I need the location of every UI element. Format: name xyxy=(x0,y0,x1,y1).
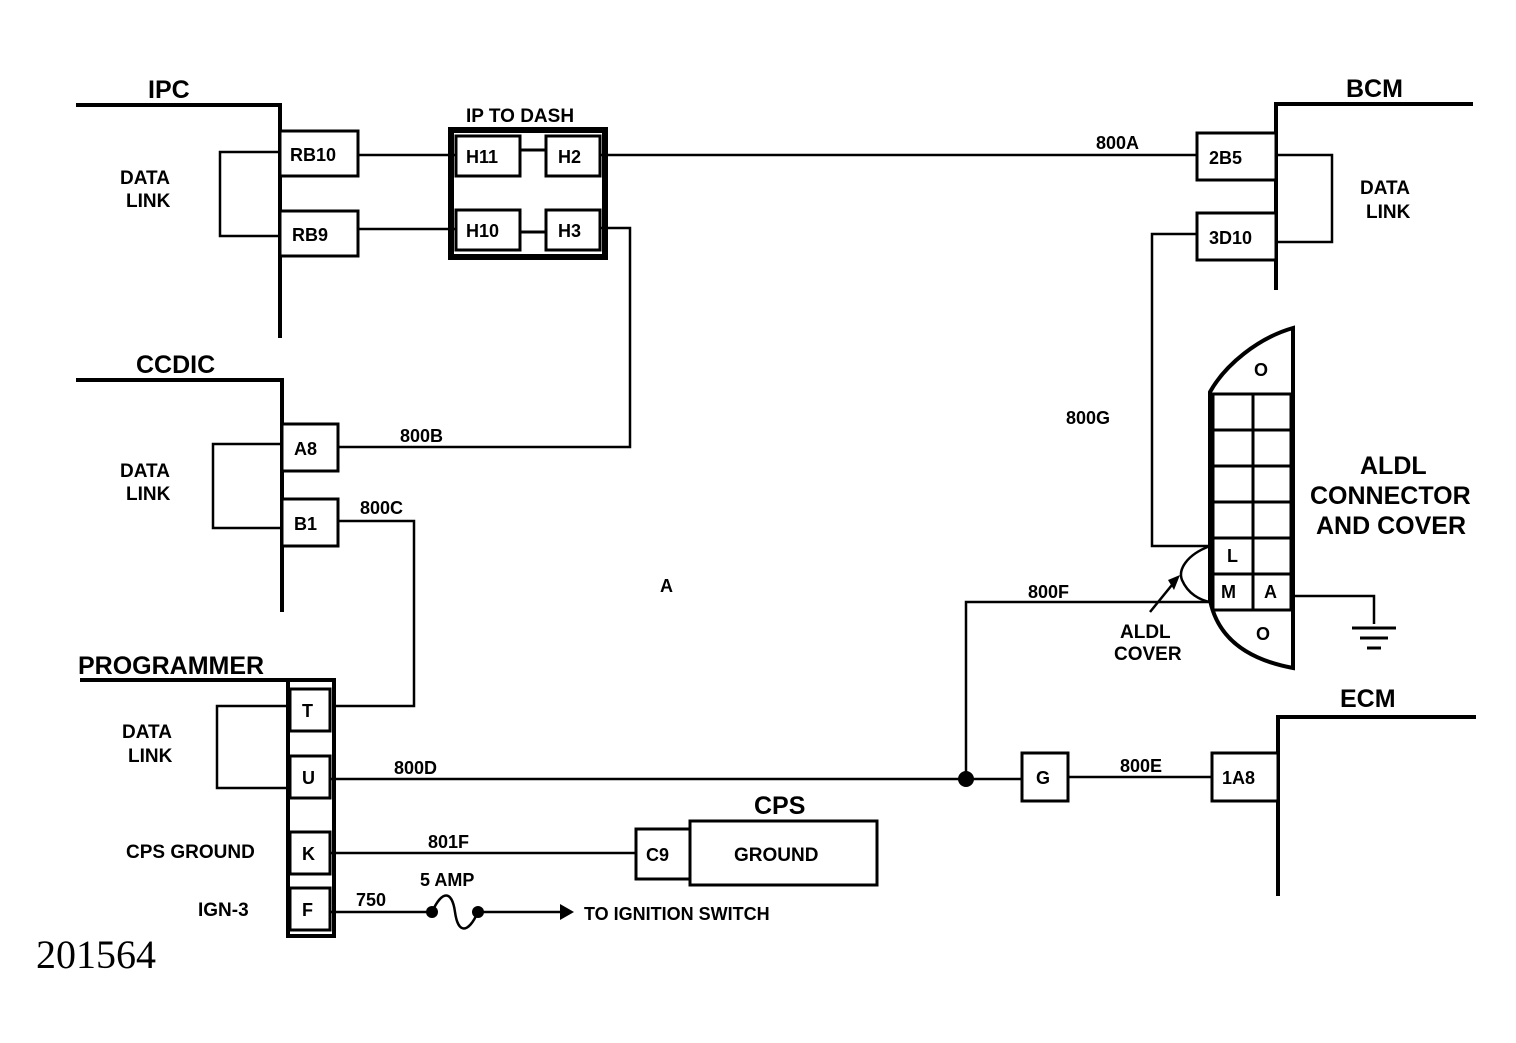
cps-pin-c9-label: C9 xyxy=(646,845,669,865)
bcm-pin-3d10 xyxy=(1195,211,1278,262)
ecm-title: ECM xyxy=(1340,685,1396,713)
bcm-link-label: LINK xyxy=(1366,202,1411,223)
ecm-module: ECM 1A8 xyxy=(1210,685,1476,896)
aldl-cell-a-label: A xyxy=(1264,582,1277,602)
ipc-pin-rb10 xyxy=(278,129,360,178)
ip-to-dash-connector: IP TO DASH H11 H2 H10 H3 xyxy=(448,106,608,260)
fuse-icon xyxy=(426,894,484,930)
cps-ground-label: CPS GROUND xyxy=(126,842,255,863)
aldl-hole-top: O xyxy=(1254,360,1268,380)
ecm-pin-1a8-label: 1A8 xyxy=(1222,768,1255,788)
dash-pin-h10-label: H10 xyxy=(466,221,499,241)
ipc-pin-rb9-label: RB9 xyxy=(292,225,328,245)
wire-800f-label: 800F xyxy=(1028,582,1069,602)
aldl-cell-m xyxy=(1211,572,1255,612)
cps-ground-box xyxy=(688,819,879,887)
programmer-pin-f-label: F xyxy=(302,900,313,920)
bcm-pin-3d10-label: 3D10 xyxy=(1209,228,1252,248)
aldl-cover-label-2: COVER xyxy=(1114,644,1182,665)
pointer-arrow-icon xyxy=(1168,575,1180,590)
ccdic-link-label: LINK xyxy=(126,484,171,505)
cps-ground-text: GROUND xyxy=(734,845,818,866)
wire-800b-label: 800B xyxy=(400,426,443,446)
fuse-label: 5 AMP xyxy=(420,870,474,890)
ipc-pin-rb9 xyxy=(278,209,360,258)
aldl-title-1: ALDL xyxy=(1360,452,1427,480)
ccdic-module: CCDIC DATA LINK A8 B1 xyxy=(76,351,340,612)
wire-800d-label: 800D xyxy=(394,758,437,778)
ipc-link-label: LINK xyxy=(126,191,171,212)
aldl-cell-a xyxy=(1251,572,1293,612)
dash-pin-h3 xyxy=(544,208,602,252)
ipc-pin-rb10-label: RB10 xyxy=(290,145,336,165)
bcm-title: BCM xyxy=(1346,75,1403,103)
wire-800g-label: 800G xyxy=(1066,408,1110,428)
programmer-pin-u-label: U xyxy=(302,768,315,788)
wire-800e-label: 800E xyxy=(1120,756,1162,776)
dash-pin-h11-label: H11 xyxy=(466,147,498,167)
ground-icon xyxy=(1352,626,1396,650)
wire-800b xyxy=(338,226,632,449)
bcm-data-label: DATA xyxy=(1360,178,1410,199)
center-mark: A xyxy=(660,576,673,596)
ign3-label: IGN-3 xyxy=(198,900,249,921)
aldl-cell-l-label: L xyxy=(1227,546,1238,566)
programmer-pin-t xyxy=(288,687,332,733)
arrow-right-icon xyxy=(560,904,574,920)
ip-to-dash-label: IP TO DASH xyxy=(466,106,574,127)
bcm-pin-2b5 xyxy=(1195,131,1278,182)
ccdic-data-label: DATA xyxy=(120,461,170,482)
dash-pin-h2 xyxy=(544,134,602,178)
ipc-title: IPC xyxy=(148,76,190,104)
aldl-cover-flap xyxy=(1179,544,1211,604)
programmer-link-label: LINK xyxy=(128,746,173,767)
splice-pin-g-label: G xyxy=(1036,768,1050,788)
aldl-ground-wire xyxy=(1291,594,1376,624)
ecm-pin-1a8 xyxy=(1210,751,1280,803)
splice-pin-g xyxy=(1020,751,1070,803)
programmer-pin-t-label: T xyxy=(302,701,313,721)
ccdic-pin-a8 xyxy=(280,422,340,473)
wire-800f xyxy=(964,600,1210,779)
programmer-title: PROGRAMMER xyxy=(78,652,264,680)
programmer-pin-u xyxy=(288,754,332,800)
ipc-data-label: DATA xyxy=(120,168,170,189)
aldl-title-2: CONNECTOR xyxy=(1310,482,1471,510)
cps-module: CPS C9 GROUND xyxy=(634,792,879,887)
programmer-pin-k-label: K xyxy=(302,844,315,864)
ccdic-pin-b1-label: B1 xyxy=(294,514,317,534)
bcm-module: BCM DATA LINK 2B5 3D10 xyxy=(1195,75,1473,290)
wire-800c-label: 800C xyxy=(360,498,403,518)
figure-number: 201564 xyxy=(36,932,156,977)
bcm-pin-2b5-label: 2B5 xyxy=(1209,148,1242,168)
cps-title: CPS xyxy=(754,792,805,820)
ipc-module: IPC DATA LINK RB10 RB9 xyxy=(76,76,360,338)
aldl-hole-bottom: O xyxy=(1256,624,1270,644)
aldl-cover-label-1: ALDL xyxy=(1120,622,1171,643)
programmer-data-label: DATA xyxy=(122,722,172,743)
programmer-pin-f xyxy=(288,886,332,932)
aldl-connector: O L M A O xyxy=(1208,325,1295,671)
wire-801f-label: 801F xyxy=(428,832,469,852)
dash-pin-h3-label: H3 xyxy=(558,221,581,241)
ccdic-title: CCDIC xyxy=(136,351,215,379)
wire-800c xyxy=(330,519,416,708)
wire-750-label: 750 xyxy=(356,890,386,910)
to-ignition-label: TO IGNITION SWITCH xyxy=(584,904,770,924)
aldl-cell-m-label: M xyxy=(1221,582,1236,602)
wire-800a-label: 800A xyxy=(1096,133,1139,153)
programmer-module: PROGRAMMER DATA LINK CPS GROUND IGN-3 T … xyxy=(78,652,336,938)
aldl-title-3: AND COVER xyxy=(1316,512,1466,540)
ccdic-pin-b1 xyxy=(280,497,340,548)
dash-pin-h2-label: H2 xyxy=(558,147,581,167)
wire-800g xyxy=(1150,232,1210,548)
ccdic-pin-a8-label: A8 xyxy=(294,439,317,459)
